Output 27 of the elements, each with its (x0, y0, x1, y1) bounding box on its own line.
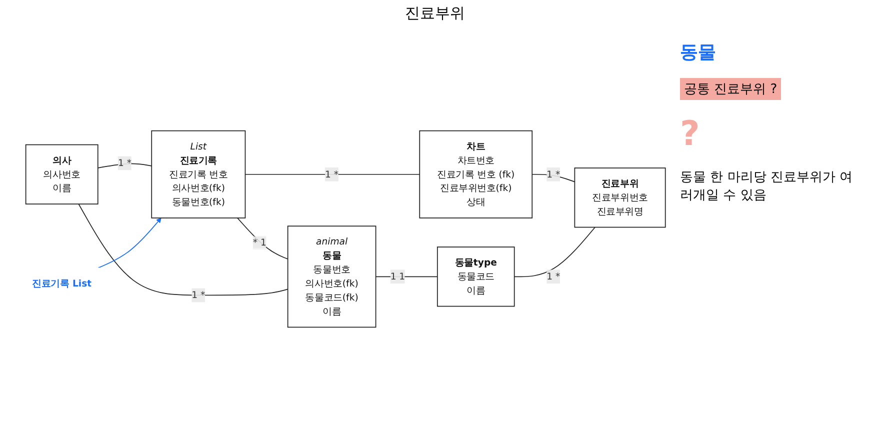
diagram-title: 진료부위 (404, 4, 466, 23)
note-text: 동물 (680, 42, 716, 63)
node-box: 차트 차트번호 진료기록 번호 (fk) 진료부위번호(fk) 상태 (419, 130, 533, 218)
connector (78, 204, 288, 296)
node-box: 진료부위 진료부위번호 진료부위명 (574, 168, 666, 228)
note-text: 동물 한 마리당 진료부위가 여러개일 수 있음 (680, 170, 853, 203)
edge-label: 1 * (192, 289, 206, 300)
connector (236, 218, 288, 260)
connector (97, 163, 152, 168)
node-box: animal 동물 동물번호 의사번호(fk) 동물코드(fk) 이름 (287, 226, 376, 328)
connector (532, 174, 576, 182)
question-mark: ? (680, 114, 700, 154)
highlighted-note: 공통 진료부위 ? (680, 78, 782, 100)
connector (514, 226, 596, 278)
edge-label: * 1 (252, 236, 266, 248)
edge-label: 1 * (546, 270, 560, 282)
node-box: List 진료기록 진료기록 번호 의사번호(fk) 동물번호(fk) (151, 130, 246, 218)
connector (375, 276, 438, 278)
arrow (98, 218, 162, 268)
connector (244, 174, 420, 175)
edge-label: 1 1 (390, 270, 406, 282)
edge-label: 1 * (546, 168, 560, 180)
edge-label: 1 * (118, 157, 132, 168)
edge-label: 1 * (325, 168, 339, 180)
node-box: 동물type 동물코드 이름 (436, 246, 515, 307)
node-text: 진료기록 List (32, 278, 92, 289)
node-box: 의사 의사번호 이름 (25, 144, 98, 204)
